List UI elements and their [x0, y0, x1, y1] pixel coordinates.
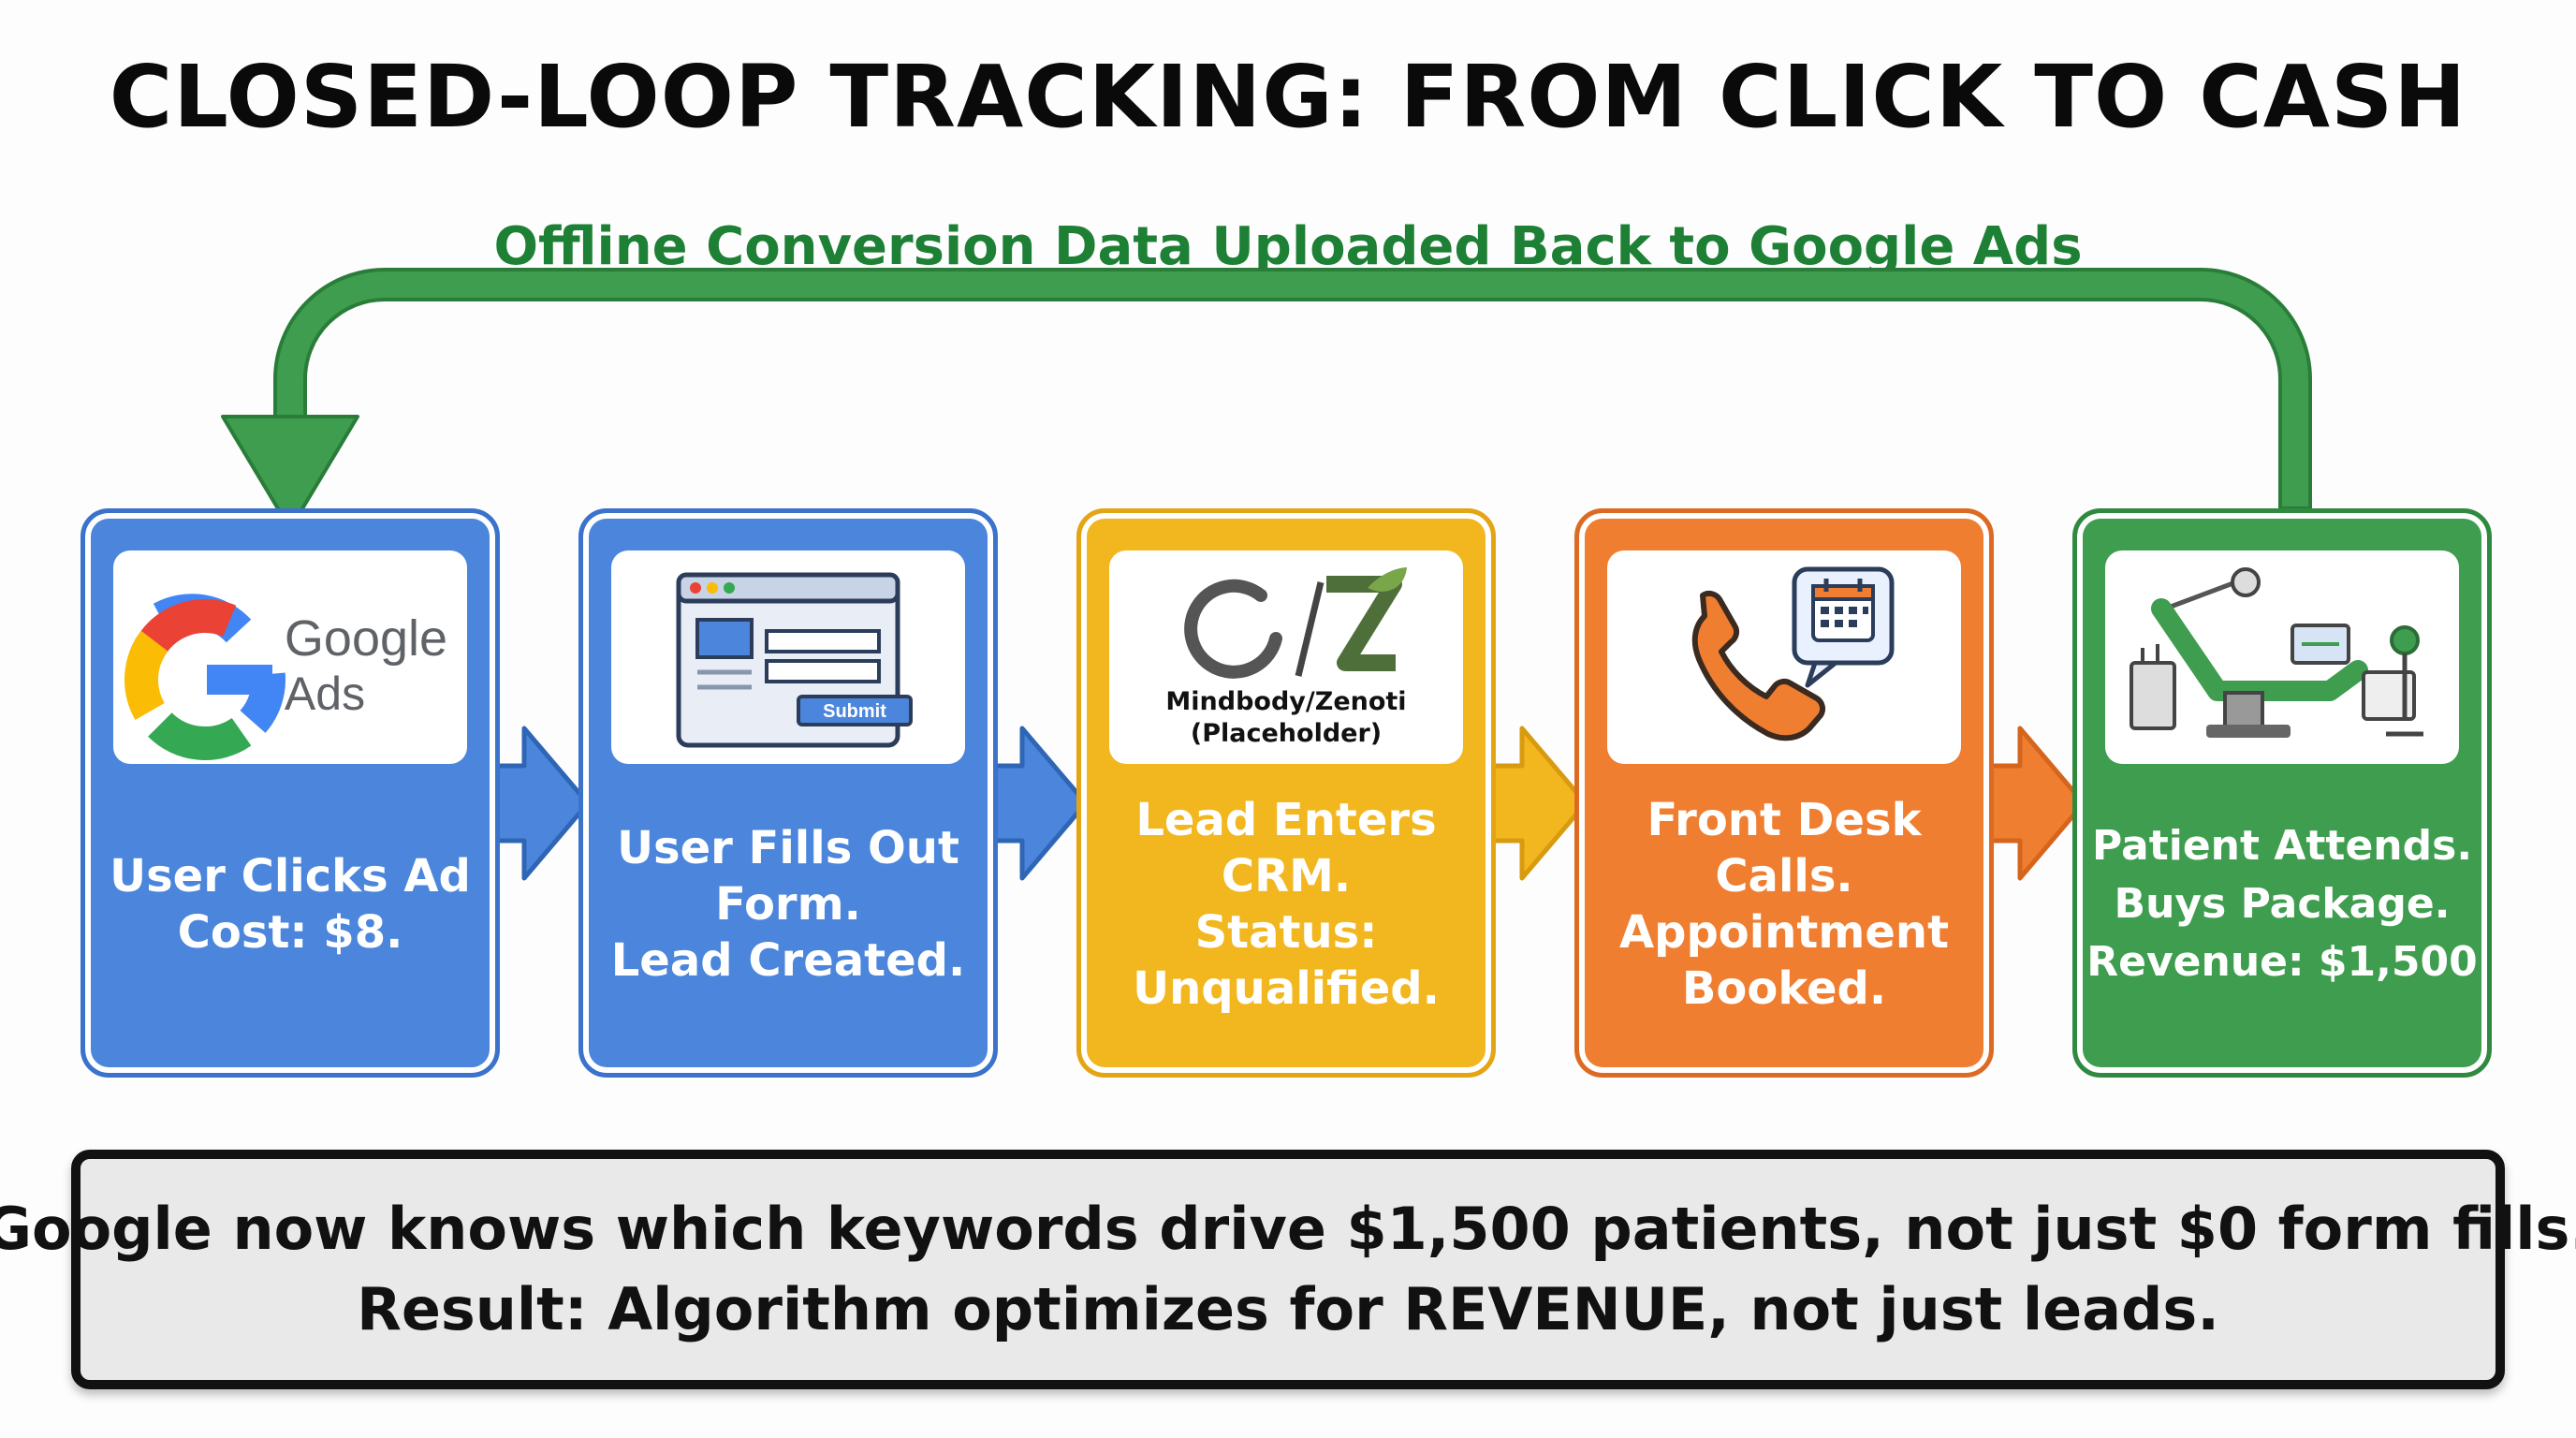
step-caption: User Fills Out Form. Lead Created. — [610, 822, 966, 987]
connector-arrow-3 — [1489, 726, 1588, 881]
dental-chair-card — [2105, 550, 2459, 764]
step-lead-enters-crm: Mindbody/Zenoti (Placeholder) Lead Enter… — [1076, 508, 1496, 1078]
connector-arrow-4 — [1987, 726, 2086, 881]
web-form-card: Submit — [611, 550, 965, 764]
crm-logo-icon — [1184, 567, 1407, 679]
crm-logo-note: (Placeholder) — [1190, 719, 1383, 748]
google-ads-logo-icon: Google Ads — [113, 594, 447, 760]
step-patient-attends: Patient Attends. Buys Package. Revenue: … — [2072, 508, 2492, 1078]
crm-logo-card: Mindbody/Zenoti (Placeholder) — [1109, 550, 1463, 764]
step-user-clicks-ad: Google Ads User Clicks Ad Cost: $8. — [80, 508, 500, 1078]
step-user-fills-form: Submit User Fills Out Form. Lead Created… — [578, 508, 998, 1078]
loop-label: Offline Conversion Data Uploaded Back to… — [493, 216, 2083, 277]
ads-logo-word: Ads — [285, 668, 365, 720]
feedback-loop-arrow — [221, 268, 2312, 531]
page-title: CLOSED-LOOP TRACKING: FROM CLICK TO CASH — [109, 47, 2467, 147]
step-caption: Patient Attends. Buys Package. Revenue: … — [2086, 822, 2478, 986]
step-caption: Front Desk Calls. Appointment Booked. — [1618, 794, 1950, 1015]
web-form-icon: Submit — [676, 572, 913, 748]
step-front-desk-calls: Front Desk Calls. Appointment Booked. — [1574, 508, 1994, 1078]
step-caption: Lead Enters CRM. Status: Unqualified. — [1133, 794, 1440, 1015]
submit-button-label: Submit — [823, 701, 886, 722]
phone-calendar-card — [1607, 550, 1961, 764]
result-line-1: Google now knows which keywords drive $1… — [0, 1195, 2576, 1263]
google-logo-word: Google — [285, 610, 447, 667]
connector-arrow-1 — [491, 726, 591, 881]
phone-calendar-icon — [1691, 566, 1895, 741]
connector-arrow-2 — [989, 726, 1089, 881]
google-ads-logo-card: Google Ads — [113, 550, 467, 764]
crm-logo-name: Mindbody/Zenoti — [1165, 687, 1407, 716]
step-caption: User Clicks Ad Cost: $8. — [110, 850, 471, 959]
dental-chair-icon — [2130, 567, 2423, 738]
result-box: Google now knows which keywords drive $1… — [0, 1150, 2576, 1389]
result-line-2: Result: Algorithm optimizes for REVENUE,… — [357, 1275, 2219, 1343]
